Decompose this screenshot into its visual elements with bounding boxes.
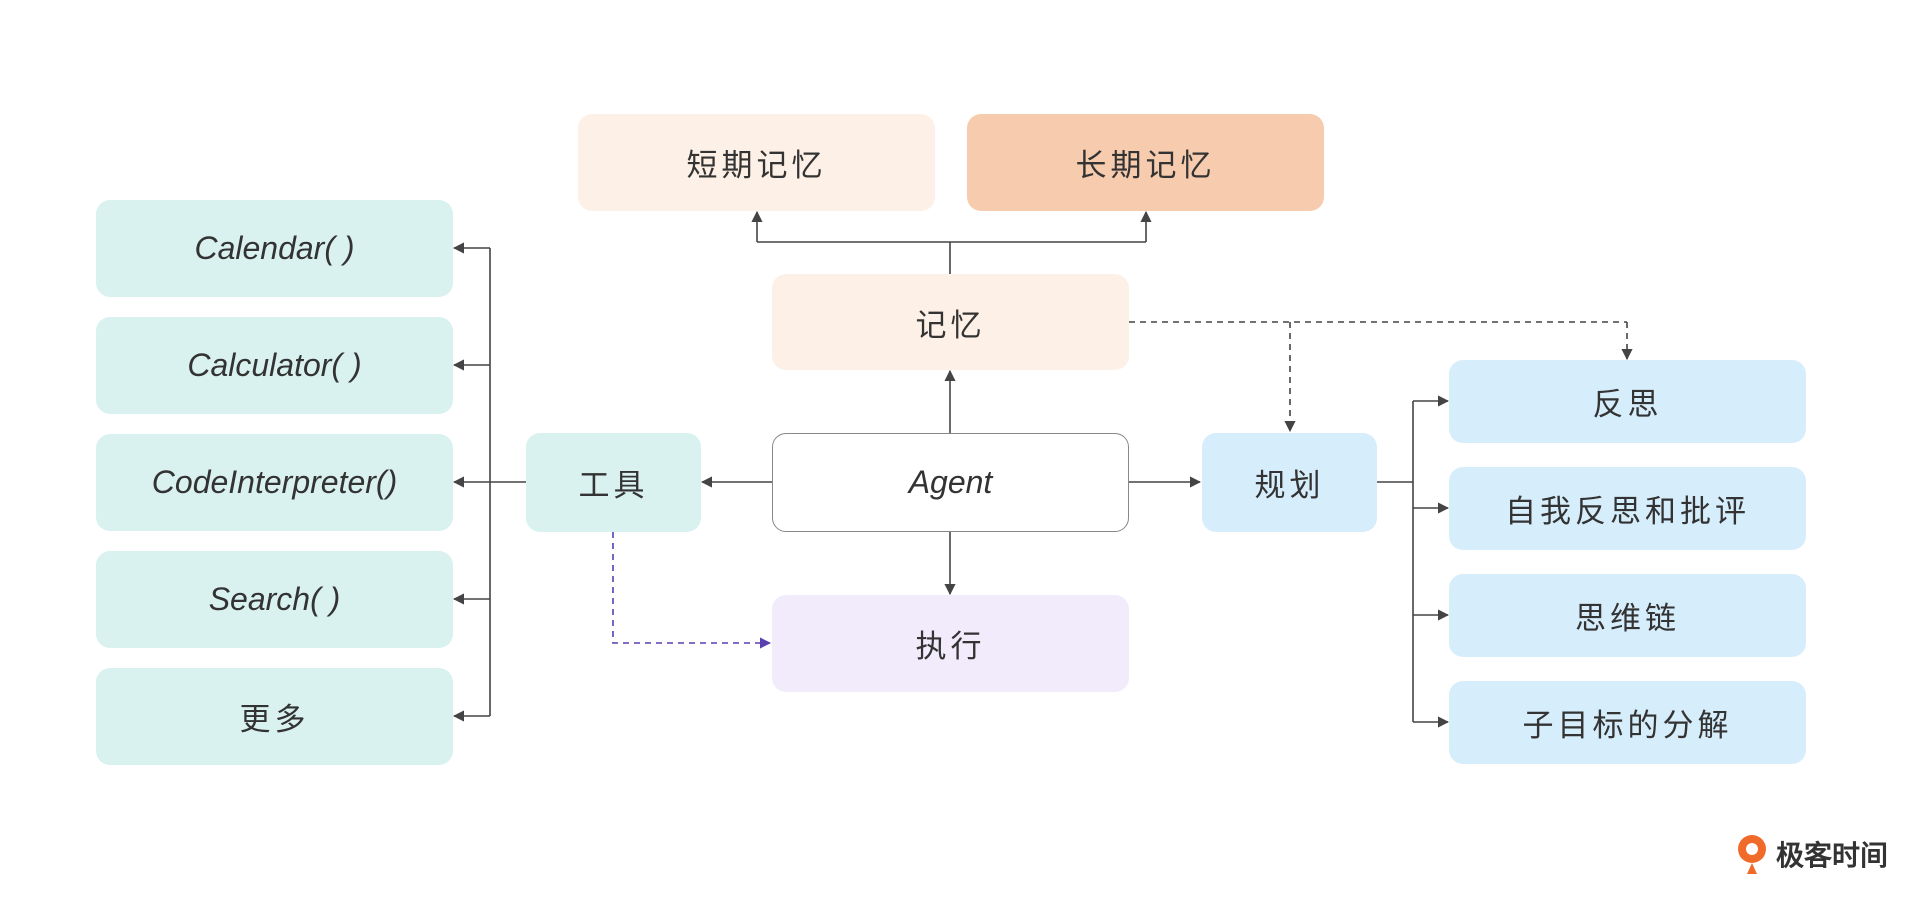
calendar-tool-label: Calendar( ) (194, 230, 355, 266)
reflection-node: 反思 (1449, 360, 1806, 443)
planning-bus-line (1377, 401, 1414, 722)
subgoal-decomposition-label: 子目标的分解 (1522, 708, 1733, 744)
calculator-tool-label: Calculator( ) (187, 347, 362, 383)
chain-of-thought-label: 思维链 (1575, 601, 1680, 637)
self-critique-node: 自我反思和批评 (1449, 467, 1806, 550)
memory-to-memory-types-line (757, 241, 1146, 274)
chain-of-thought-node: 思维链 (1449, 574, 1806, 657)
planning-label: 规划 (1254, 468, 1325, 504)
geektime-logo-text: 极客时间 (1776, 839, 1889, 872)
tools-node: 工具 (526, 433, 701, 532)
short-memory-node: 短期记忆 (578, 114, 935, 211)
tools-label: 工具 (578, 468, 649, 504)
short-memory-label: 短期记忆 (686, 148, 827, 184)
search-tool-node: Search( ) (96, 551, 453, 648)
calendar-tool-node: Calendar( ) (96, 200, 453, 297)
agent-node: Agent (772, 433, 1129, 532)
execute-node: 执行 (772, 595, 1129, 692)
subgoal-decomposition-node: 子目标的分解 (1449, 681, 1806, 764)
geektime-logo: 极客时间 (1734, 832, 1888, 876)
self-critique-label: 自我反思和批评 (1505, 494, 1750, 530)
code-interpreter-tool-node: CodeInterpreter() (96, 434, 453, 531)
code-interpreter-tool-label: CodeInterpreter() (151, 464, 398, 500)
memory-label: 记忆 (915, 307, 986, 344)
reflection-label: 反思 (1592, 387, 1663, 423)
long-memory-node: 长期记忆 (967, 114, 1324, 211)
planning-node: 规划 (1202, 433, 1377, 532)
memory-node: 记忆 (772, 274, 1129, 370)
more-tools-label: 更多 (239, 702, 310, 738)
dashed-arrow-tools-to-execute (612, 532, 772, 649)
search-tool-label: Search( ) (208, 581, 341, 617)
geektime-logo-icon (1738, 835, 1766, 874)
tools-bus-line (489, 248, 526, 716)
agent-label: Agent (908, 464, 993, 500)
long-memory-label: 长期记忆 (1075, 148, 1216, 184)
more-tools-node: 更多 (96, 668, 453, 765)
calculator-tool-node: Calculator( ) (96, 317, 453, 414)
execute-label: 执行 (915, 629, 986, 665)
